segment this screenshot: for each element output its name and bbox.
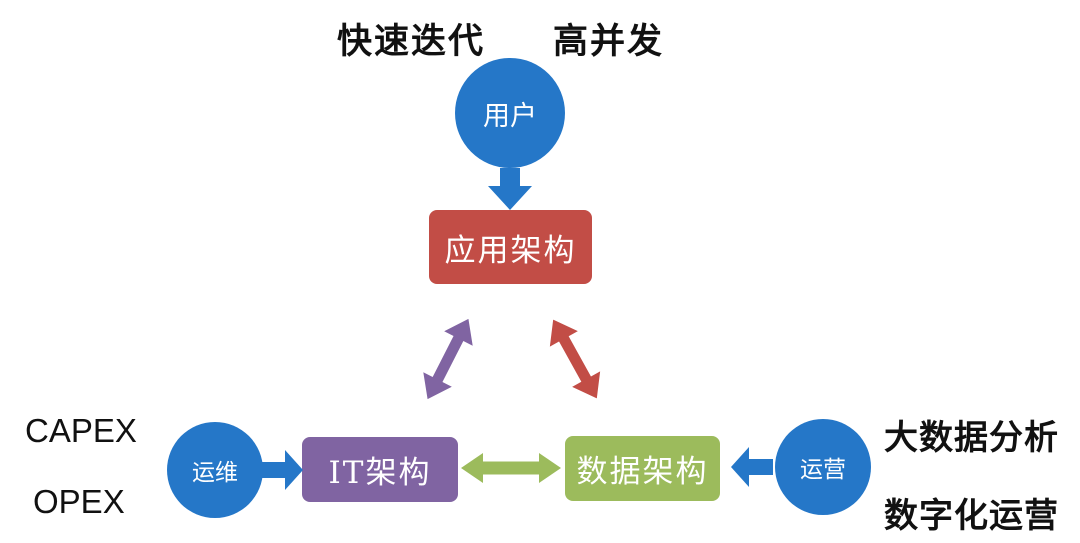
- double-arrow-app-it-icon: [423, 318, 473, 400]
- node-ops-maintenance-label: 运维: [192, 460, 238, 486]
- double-arrow-app-data-icon: [549, 319, 601, 399]
- label-capex: CAPEX: [25, 412, 137, 449]
- node-it-architecture-label: IT架构: [328, 455, 432, 491]
- node-ops-operation-label: 运营: [800, 457, 846, 483]
- label-opex: OPEX: [33, 483, 125, 520]
- node-user-label: 用户: [483, 100, 537, 132]
- node-data-architecture-label: 数据架构: [576, 454, 709, 490]
- label-rapid-iteration: 快速迭代: [337, 22, 486, 61]
- label-digital-operation: 数字化运营: [884, 497, 1059, 535]
- node-ops-maintenance-circle: 运维: [167, 422, 263, 518]
- node-data-architecture-box: 数据架构: [565, 436, 720, 501]
- label-high-concurrency: 高并发: [553, 22, 665, 61]
- node-user-circle: 用户: [455, 58, 565, 168]
- node-app-architecture-box: 应用架构: [429, 210, 592, 284]
- arrow-down-icon: [488, 168, 532, 210]
- double-arrow-it-data-icon: [461, 453, 561, 483]
- node-ops-operation-circle: 运营: [775, 419, 871, 515]
- arrow-left-icon: [731, 447, 773, 487]
- node-it-architecture-box: IT架构: [302, 437, 458, 502]
- arrow-right-icon: [261, 450, 303, 490]
- node-app-architecture-label: 应用架构: [444, 232, 577, 269]
- label-bigdata-analysis: 大数据分析: [884, 419, 1059, 457]
